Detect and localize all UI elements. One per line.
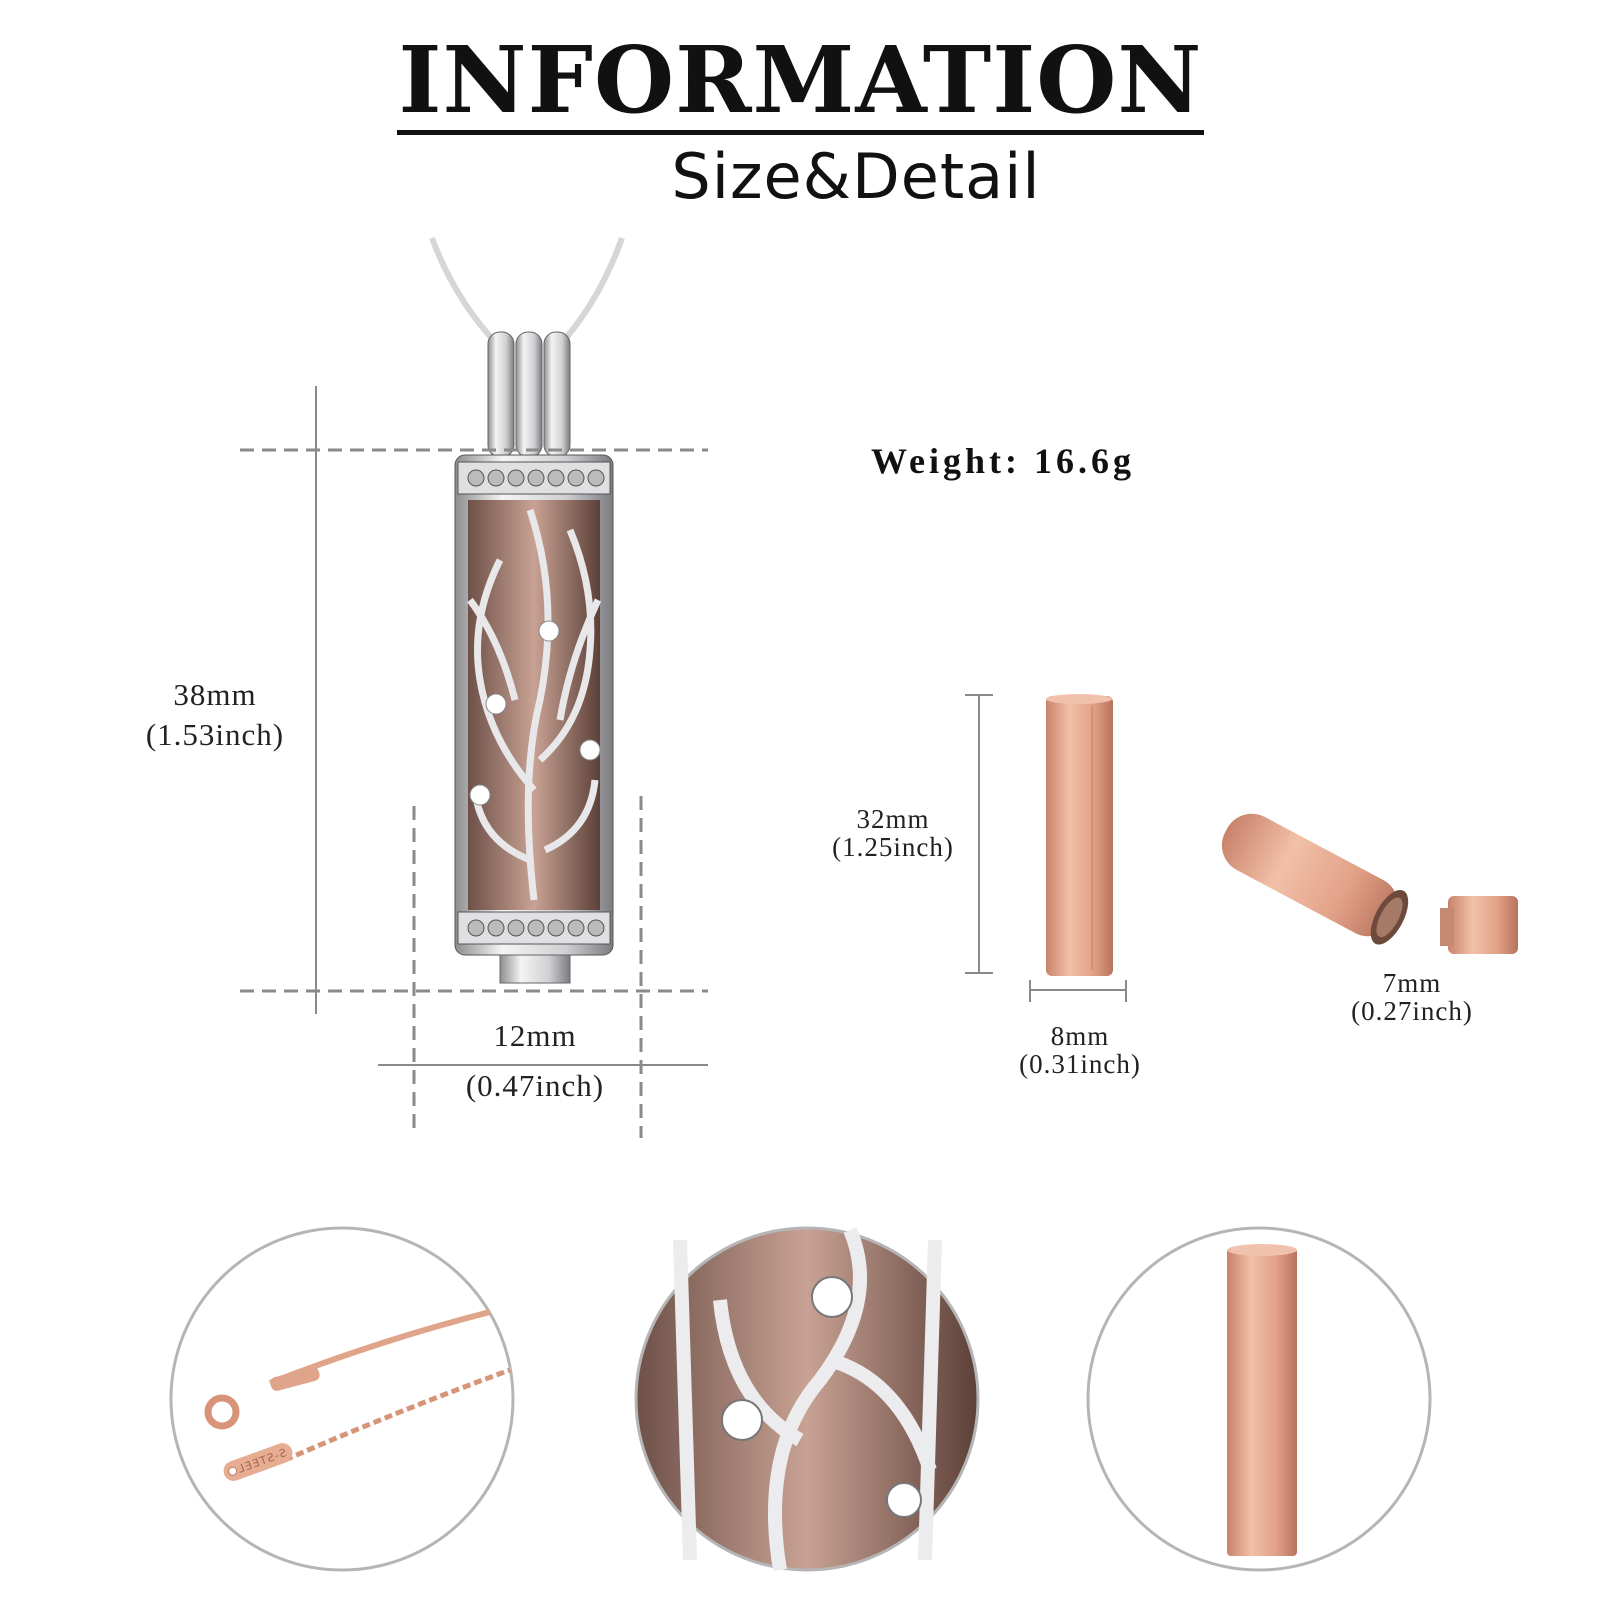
weight-label: Weight: 16.6g <box>871 441 1135 481</box>
pendant-height-mm: 38mm <box>173 677 257 712</box>
detail-circle-tube <box>1086 1226 1432 1572</box>
pendant-dimension-lines <box>240 386 708 1138</box>
pendant-width-inch: (0.47inch) <box>465 1068 605 1103</box>
open-tube <box>1221 813 1409 945</box>
urn-tube <box>1046 694 1113 976</box>
cap-size-mm: 7mm <box>1382 968 1442 998</box>
tube-height-label: 32mm (1.25inch) <box>813 805 973 861</box>
title-text: INFORMATION <box>396 26 1205 135</box>
page-subtitle: Size&Detail <box>671 140 1041 213</box>
pendant-cylinder <box>454 454 614 984</box>
detail-circle-pendant <box>634 1226 980 1572</box>
pendant-height-inch: (1.53inch) <box>145 717 285 752</box>
tube-screw-cap <box>1440 896 1518 954</box>
tube-width-mm: 8mm <box>1050 1021 1110 1051</box>
pendant-bail <box>487 331 571 458</box>
page-title: INFORMATION <box>0 30 1601 135</box>
pendant-width-mm: 12mm <box>493 1018 577 1053</box>
tube-width-inch: (0.31inch) <box>1019 1049 1141 1079</box>
tube-height-mm: 32mm <box>856 804 930 834</box>
cap-size-inch: (0.27inch) <box>1351 996 1473 1026</box>
tube-height-inch: (1.25inch) <box>832 832 954 862</box>
pendant-chain <box>429 236 625 348</box>
detail-circle-chain: S-STEEL <box>169 1226 515 1572</box>
pendant-height-label: 38mm (1.53inch) <box>110 675 320 755</box>
tube-dimension-lines <box>965 694 1127 1002</box>
cap-size-label: 7mm (0.27inch) <box>1332 969 1492 1025</box>
tube-width-label: 8mm (0.31inch) <box>1000 1022 1160 1078</box>
